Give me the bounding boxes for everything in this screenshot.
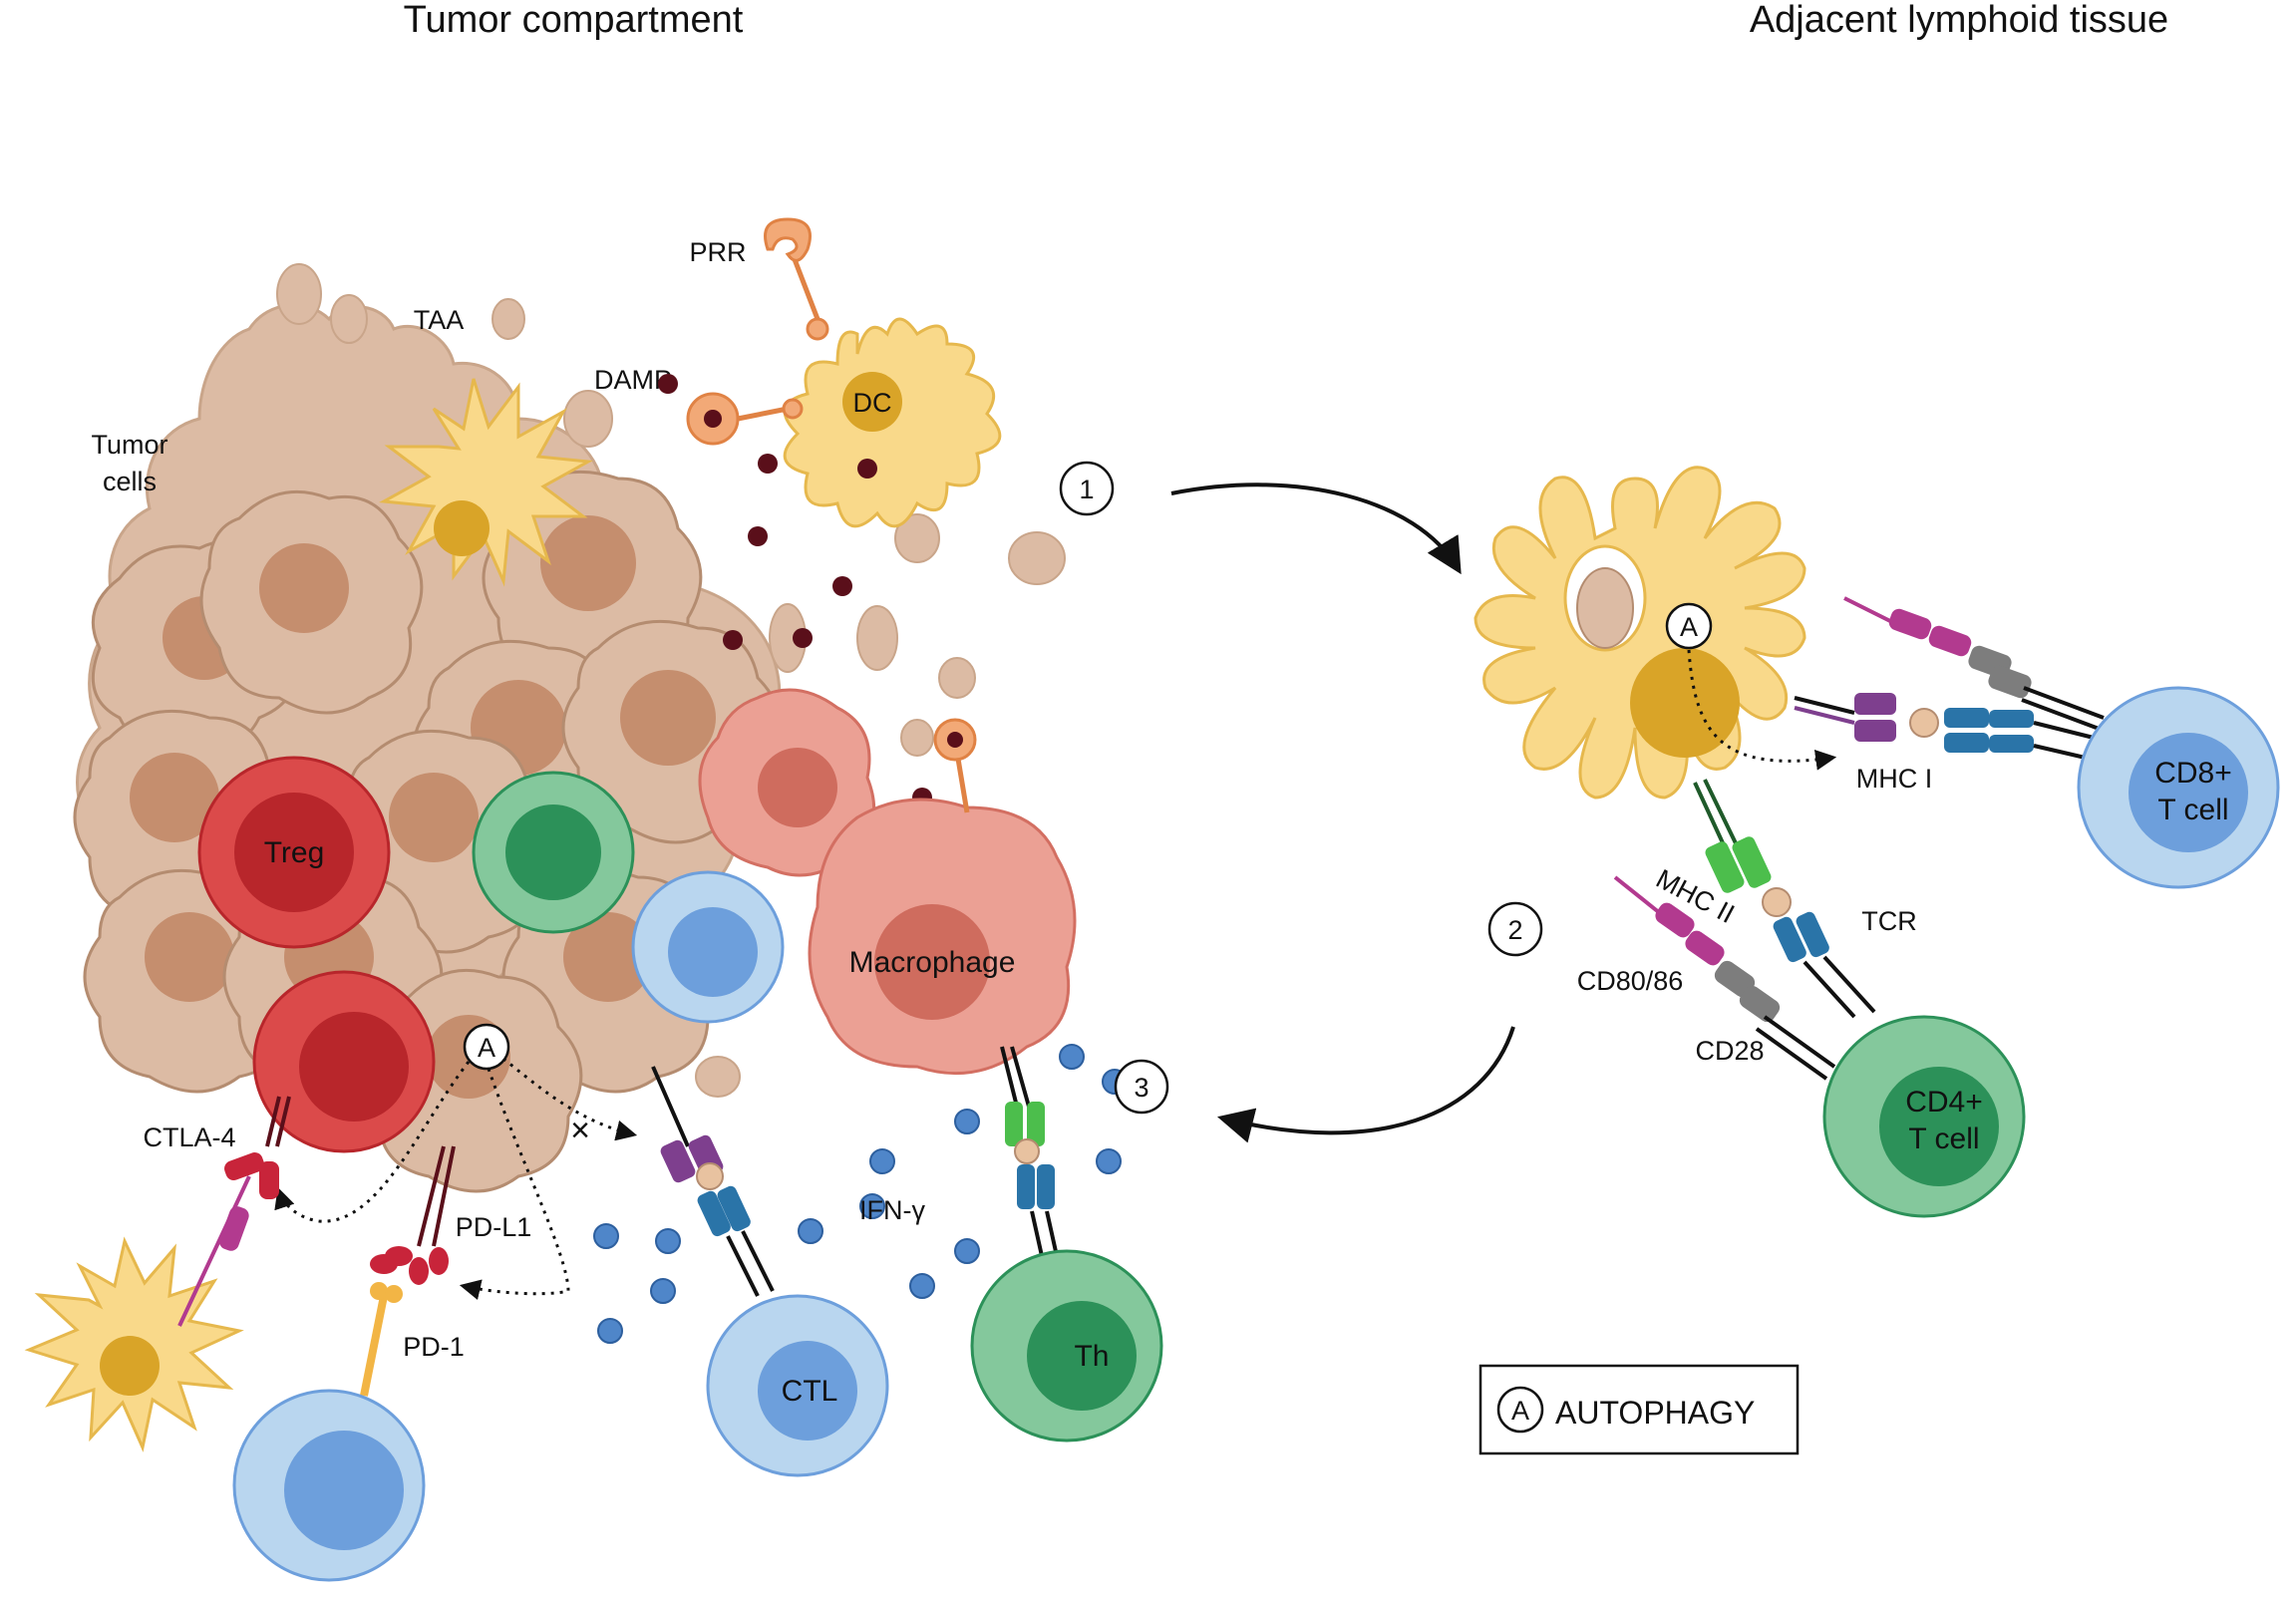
macrophage-label: Macrophage bbox=[849, 946, 1016, 979]
ctla4-receptor bbox=[177, 1096, 291, 1327]
cd28-label: CD28 bbox=[1695, 1036, 1764, 1066]
cd4-label-line1: CD4+ bbox=[1905, 1086, 1983, 1119]
treg-cell: Treg bbox=[197, 756, 391, 949]
t-cell-in-tumor bbox=[631, 870, 785, 1024]
ifn-gamma-label: IFN-γ bbox=[859, 1195, 925, 1225]
ctl-label: CTL bbox=[782, 1375, 838, 1408]
cd4-t-cell: CD4+ T cell bbox=[1822, 1015, 2026, 1218]
step-1-arrow bbox=[1170, 482, 1462, 575]
cd8-costim-complex bbox=[1843, 596, 2105, 732]
macrophage-small bbox=[698, 688, 876, 877]
cd8-label-line2: T cell bbox=[2157, 794, 2228, 826]
lymph-dendritic-cell bbox=[1474, 466, 1806, 800]
blocked-x-mark: × bbox=[570, 1112, 590, 1149]
step-2-marker: 2 bbox=[1487, 901, 1543, 957]
macrophage-cell: Macrophage bbox=[808, 798, 1077, 1076]
autophagy-marker-lymph: A bbox=[1665, 602, 1713, 650]
legend-marker-letter: A bbox=[1511, 1396, 1529, 1426]
damp-particles bbox=[658, 374, 932, 807]
treg-cell-lower bbox=[252, 970, 436, 1153]
step-3-marker: 3 bbox=[1114, 1059, 1169, 1115]
pd1-receptor bbox=[360, 1282, 403, 1397]
dendritic-cell-in-tumor bbox=[379, 378, 593, 587]
dendritic-cell-bottom bbox=[24, 1236, 244, 1452]
step-1-label: 1 bbox=[1079, 475, 1094, 504]
cd80-label: CD80/86 bbox=[1577, 966, 1684, 996]
tumor-fragments bbox=[276, 263, 1066, 1098]
ctla4-label: CTLA-4 bbox=[143, 1123, 235, 1152]
tumor-cell bbox=[199, 489, 424, 715]
step-1-marker: 1 bbox=[1059, 461, 1115, 516]
th-label: Th bbox=[1074, 1340, 1109, 1373]
cd8-label-line1: CD8+ bbox=[2154, 757, 2232, 790]
cd4-mhc2-complex bbox=[1693, 779, 1876, 1019]
cd4-label-line2: T cell bbox=[1908, 1123, 1979, 1155]
autophagy-marker-lymph-letter: A bbox=[1680, 612, 1698, 642]
autophagy-arrow-lymph bbox=[1687, 649, 1837, 771]
exhausted-t-cell bbox=[232, 1389, 426, 1582]
legend-autophagy-text: AUTOPHAGY bbox=[1555, 1395, 1755, 1431]
tumor-cells-label-line1: Tumor bbox=[91, 430, 167, 460]
autophagy-marker-tumor: A bbox=[463, 1023, 510, 1071]
dc-label: DC bbox=[853, 388, 892, 418]
autophagy-marker-letter: A bbox=[478, 1033, 495, 1063]
th-tcr-complex bbox=[1000, 1046, 1059, 1257]
pdl1-label: PD-L1 bbox=[456, 1212, 532, 1242]
ctl-cell: CTL bbox=[706, 1294, 889, 1477]
header-adjacent-lymphoid-tissue: Adjacent lymphoid tissue bbox=[1750, 0, 2168, 41]
prr-label: PRR bbox=[689, 237, 746, 267]
pdl1-ligand bbox=[370, 1145, 456, 1285]
th-cell: Th bbox=[970, 1249, 1163, 1443]
cd8-t-cell: CD8+ T cell bbox=[2077, 686, 2280, 889]
prr-receptor-damp bbox=[686, 392, 804, 446]
tcr-label: TCR bbox=[1861, 906, 1917, 936]
prr-receptor bbox=[764, 217, 829, 341]
tumor-cells-label-line2: cells bbox=[103, 467, 157, 496]
dendritic-cell-top: DC bbox=[783, 317, 1002, 528]
treg-label: Treg bbox=[264, 836, 325, 869]
taa-label: TAA bbox=[414, 305, 465, 335]
macrophage-prr bbox=[933, 718, 977, 813]
header-tumor-compartment: Tumor compartment bbox=[404, 0, 744, 41]
mhc1-label: MHC I bbox=[1856, 764, 1933, 794]
autophagy-legend: A AUTOPHAGY bbox=[1478, 1364, 1800, 1455]
helper-t-cell-in-tumor bbox=[472, 771, 635, 934]
cd4-costim-complex bbox=[1613, 875, 1836, 1081]
cd8-mhc1-complex bbox=[1794, 693, 2095, 762]
step-3-label: 3 bbox=[1134, 1073, 1148, 1103]
step-2-arrow bbox=[1217, 1026, 1515, 1143]
autophagy-arrows-tumor bbox=[274, 1057, 638, 1300]
step-2-label: 2 bbox=[1507, 915, 1522, 945]
pd1-label: PD-1 bbox=[403, 1332, 465, 1362]
ctl-tcr-complex bbox=[651, 1066, 775, 1297]
